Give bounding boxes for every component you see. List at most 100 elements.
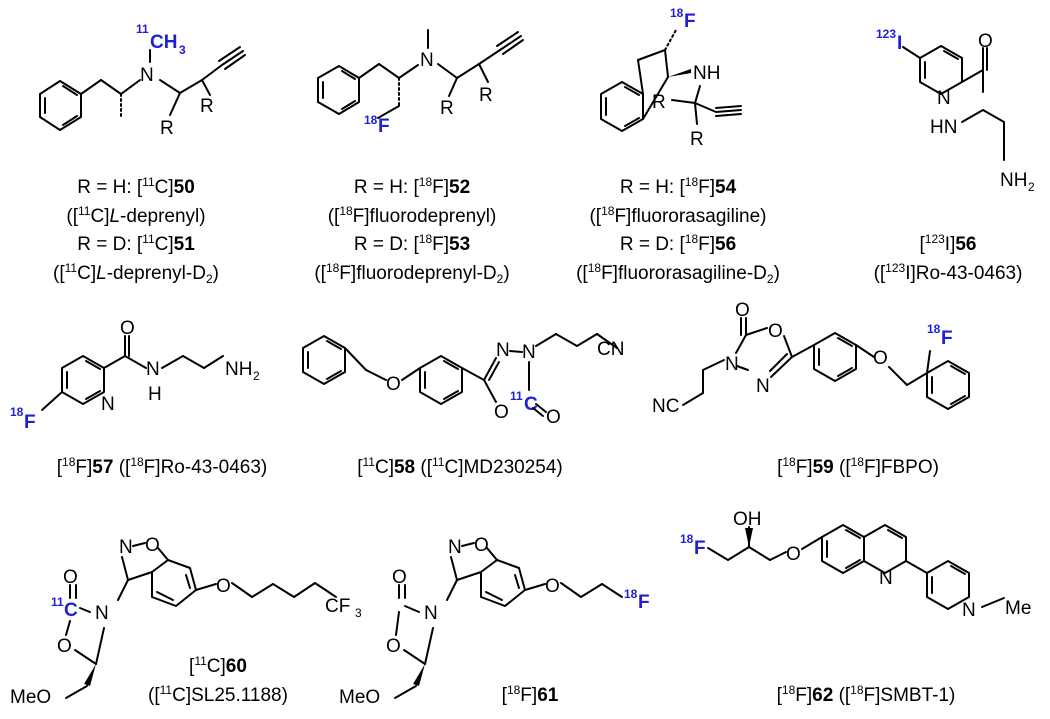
caption-56-iodo: [123I]56 bbox=[919, 232, 977, 255]
svg-text:O: O bbox=[786, 544, 801, 565]
structure-sl25-1188: N O O CF 3 N 11 C O O MeO bbox=[10, 535, 362, 708]
svg-text:O: O bbox=[546, 407, 561, 428]
caption-51-name: ([11C]L-deprenyl-D2) bbox=[53, 261, 219, 286]
svg-text:O: O bbox=[735, 300, 750, 321]
svg-text:F: F bbox=[941, 328, 953, 349]
svg-text:CH: CH bbox=[150, 32, 177, 53]
svg-text:MeO: MeO bbox=[10, 687, 51, 708]
benzene-ring bbox=[317, 65, 360, 115]
svg-text:O: O bbox=[873, 348, 888, 369]
svg-text:N: N bbox=[756, 376, 770, 397]
benzene-ring bbox=[821, 524, 865, 574]
svg-text:N: N bbox=[496, 340, 510, 361]
structure-md230254: O N N O 11 C O CN bbox=[302, 333, 624, 428]
svg-text:O: O bbox=[386, 636, 401, 657]
svg-text:18: 18 bbox=[927, 322, 941, 336]
svg-text:18: 18 bbox=[624, 587, 638, 601]
caption-54-name: ([18F]fluororasagiline) bbox=[589, 204, 767, 227]
svg-text:NC: NC bbox=[652, 396, 679, 417]
svg-text:123: 123 bbox=[876, 27, 896, 41]
svg-text:O: O bbox=[57, 636, 72, 657]
svg-text:N: N bbox=[420, 50, 434, 71]
structure-iodo-ro-43-0463: 123 I N O HN NH 2 bbox=[876, 27, 1035, 194]
svg-text:O: O bbox=[978, 31, 993, 52]
structure-fluoro-ro-43-0463: N 18 F O N H NH 2 bbox=[10, 318, 260, 433]
svg-text:F: F bbox=[694, 538, 706, 559]
svg-text:O: O bbox=[386, 374, 401, 395]
svg-text:F: F bbox=[684, 11, 696, 32]
svg-text:N: N bbox=[424, 603, 438, 624]
caption-60: [11C]60 bbox=[189, 654, 247, 677]
svg-text:N: N bbox=[725, 354, 739, 375]
svg-text:2: 2 bbox=[253, 369, 260, 383]
svg-text:N: N bbox=[937, 88, 951, 109]
structure-deprenyl: N 11 CH 3 R R bbox=[39, 22, 246, 139]
caption-52-name: ([18F]fluorodeprenyl) bbox=[327, 204, 497, 227]
svg-text:I: I bbox=[897, 33, 902, 54]
svg-text:Me: Me bbox=[1005, 598, 1031, 619]
structure-fbpo: NC N O O N O 18 F bbox=[652, 300, 970, 417]
caption-62: [18F]62 ([18F]SMBT-1) bbox=[776, 683, 956, 706]
svg-text:NH: NH bbox=[693, 63, 720, 84]
caption-56: R = D: [18F]56 bbox=[619, 232, 737, 255]
caption-57: [18F]57 ([18F]Ro-43-0463) bbox=[56, 455, 268, 478]
benzene-ring bbox=[926, 360, 970, 410]
svg-text:R: R bbox=[690, 129, 704, 150]
structure-fluorodeprenyl: 18 F N R R bbox=[317, 29, 524, 137]
svg-text:NH: NH bbox=[225, 359, 252, 380]
svg-text:NH: NH bbox=[1000, 170, 1027, 191]
structure-smbt-1: 18 F OH O N N Me bbox=[680, 509, 1031, 621]
svg-text:R: R bbox=[479, 85, 493, 106]
svg-text:11: 11 bbox=[136, 22, 149, 36]
svg-text:N: N bbox=[448, 537, 462, 558]
pyridine-ring bbox=[61, 355, 105, 405]
svg-text:R: R bbox=[652, 92, 666, 113]
caption-51: R = D: [11C]51 bbox=[77, 232, 195, 255]
svg-text:N: N bbox=[140, 65, 154, 86]
svg-text:F: F bbox=[378, 116, 390, 137]
svg-text:N: N bbox=[101, 394, 115, 415]
caption-59: [18F]59 ([18F]FBPO) bbox=[777, 455, 939, 478]
pyridine-ring bbox=[926, 560, 970, 610]
caption-53: R = D: [18F]53 bbox=[353, 232, 471, 255]
benzene-ring bbox=[600, 81, 644, 132]
structure-61: N O O 18 F N O O MeO bbox=[339, 535, 650, 708]
svg-text:O: O bbox=[474, 535, 489, 556]
svg-text:R: R bbox=[440, 98, 454, 119]
caption-56-name: ([18F]fluororasagiline-D2) bbox=[576, 261, 780, 286]
svg-text:R: R bbox=[160, 118, 174, 139]
svg-text:O: O bbox=[392, 567, 407, 588]
benzene-ring bbox=[302, 335, 346, 385]
caption-56-iodo-name: ([123I]Ro-43-0463) bbox=[873, 261, 1023, 284]
svg-text:N: N bbox=[522, 342, 536, 363]
svg-text:R: R bbox=[200, 96, 214, 117]
svg-text:18: 18 bbox=[364, 113, 378, 127]
svg-text:F: F bbox=[24, 412, 36, 433]
benzene-ring bbox=[419, 355, 463, 405]
svg-text:O: O bbox=[545, 576, 560, 597]
caption-53-name: ([18F]fluorodeprenyl-D2) bbox=[314, 261, 510, 286]
svg-text:18: 18 bbox=[10, 405, 24, 419]
caption-50: R = H: [11C]50 bbox=[77, 175, 195, 198]
svg-text:11: 11 bbox=[510, 389, 523, 403]
svg-text:N: N bbox=[95, 603, 109, 624]
caption-60-name: ([11C]SL25.1188) bbox=[148, 683, 288, 706]
svg-text:O: O bbox=[145, 535, 160, 556]
svg-text:C: C bbox=[64, 600, 78, 621]
svg-text:MeO: MeO bbox=[339, 687, 380, 708]
svg-text:2: 2 bbox=[1028, 180, 1035, 194]
svg-text:O: O bbox=[120, 318, 135, 339]
caption-50-name: ([11C]L-deprenyl) bbox=[66, 204, 206, 227]
svg-text:HN: HN bbox=[930, 117, 957, 138]
svg-text:N: N bbox=[962, 600, 976, 621]
svg-text:3: 3 bbox=[355, 606, 362, 620]
caption-52: R = H: [18F]52 bbox=[353, 175, 471, 198]
svg-text:N: N bbox=[119, 537, 133, 558]
svg-text:18: 18 bbox=[670, 6, 684, 20]
svg-text:N: N bbox=[146, 359, 160, 380]
svg-text:18: 18 bbox=[680, 532, 694, 546]
svg-text:OH: OH bbox=[733, 509, 762, 530]
svg-text:3: 3 bbox=[179, 43, 186, 57]
